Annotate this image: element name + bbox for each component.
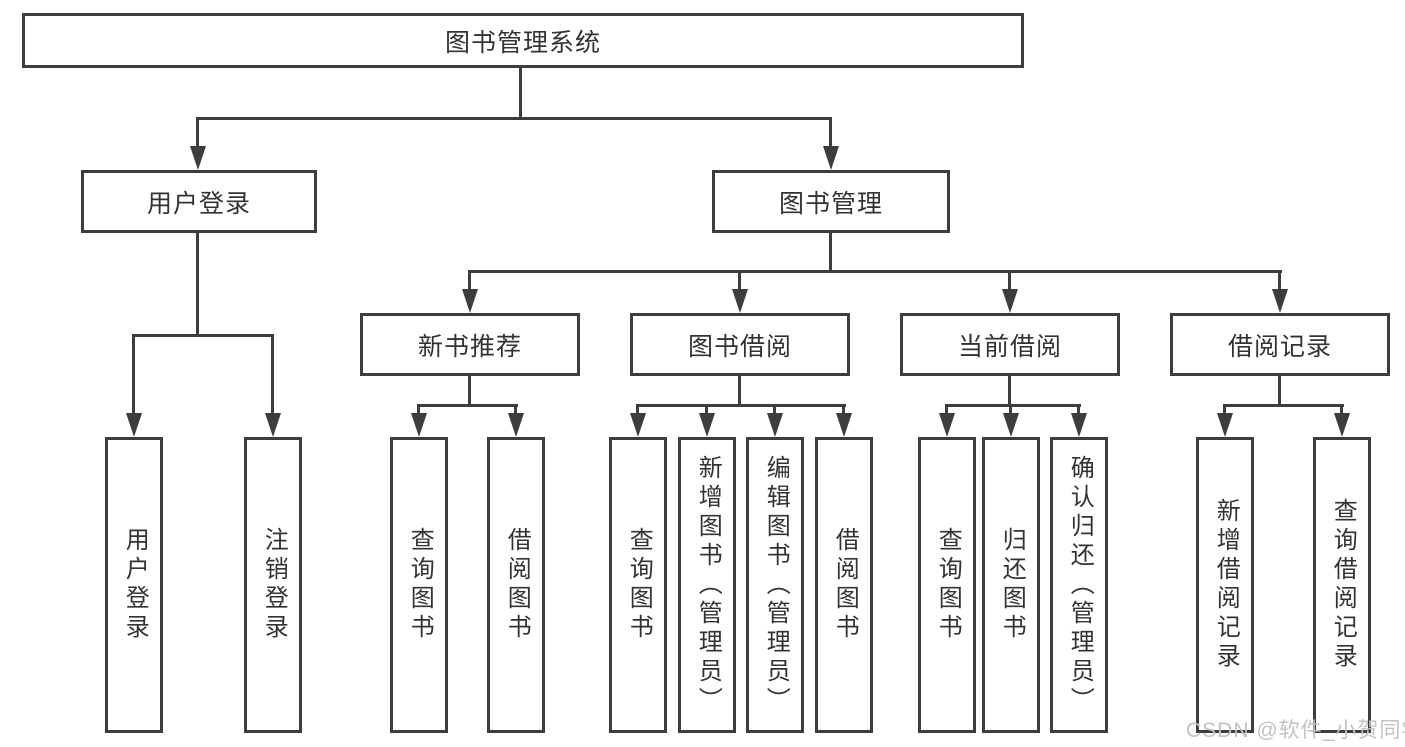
connector-line <box>1278 272 1281 290</box>
arrowhead-down-icon <box>508 413 524 437</box>
node-book-borrowing: 图书借阅 <box>630 313 850 376</box>
arrowhead-down-icon <box>836 413 852 437</box>
arrowhead-down-icon <box>411 413 427 437</box>
connector-line <box>417 404 518 407</box>
node-library-system-root: 图书管理系统 <box>22 13 1024 68</box>
arrowhead-down-icon <box>732 289 748 313</box>
arrowhead-down-icon <box>630 413 646 437</box>
node-label: 当前借阅 <box>957 332 1062 361</box>
connector-line <box>636 404 846 407</box>
connector-line <box>705 406 708 415</box>
node-label: 借阅图书 <box>831 527 859 643</box>
connector-line <box>1278 376 1281 407</box>
node-label: 图书管理系统 <box>444 28 601 57</box>
node-label: 查询图书 <box>406 527 434 643</box>
connector-line <box>519 68 522 118</box>
node-label: 查询图书 <box>625 527 653 643</box>
connector-line <box>196 117 832 120</box>
connector-line <box>417 406 420 415</box>
leaf-user-login: 用户登录 <box>105 437 163 733</box>
arrowhead-down-icon <box>1334 413 1350 437</box>
node-new-book-recommendation: 新书推荐 <box>360 313 580 376</box>
arrowhead-down-icon <box>699 413 715 437</box>
arrowhead-down-icon <box>190 146 206 170</box>
connector-line <box>945 406 948 415</box>
node-label: 用户登录 <box>146 189 251 218</box>
connector-line <box>829 233 832 272</box>
arrowhead-down-icon <box>767 413 783 437</box>
connector-line <box>1077 406 1080 415</box>
arrowhead-down-icon <box>1272 289 1288 313</box>
arrowhead-down-icon <box>823 146 839 170</box>
connector-line <box>514 406 517 415</box>
node-label: 图书借阅 <box>687 332 792 361</box>
connector-line <box>196 233 199 335</box>
connector-line <box>271 336 274 414</box>
node-user-login: 用户登录 <box>81 170 317 233</box>
node-label: 借阅图书 <box>503 527 531 643</box>
node-label: 新增借阅记录 <box>1212 498 1240 672</box>
arrowhead-down-icon <box>462 289 478 313</box>
leaf-query-borrow-record: 查询借阅记录 <box>1313 437 1371 733</box>
node-label: 归还图书 <box>998 527 1026 643</box>
leaf-return-books: 归还图书 <box>982 437 1040 733</box>
node-label: 图书管理 <box>778 189 883 218</box>
arrowhead-down-icon <box>1071 413 1087 437</box>
arrowhead-down-icon <box>1002 289 1018 313</box>
node-book-management: 图书管理 <box>712 170 950 233</box>
connector-line <box>945 404 1081 407</box>
node-label: 注销登录 <box>260 527 288 643</box>
node-label: 新增图书（管理员） <box>694 454 722 716</box>
connector-line <box>468 376 471 407</box>
node-borrowing-records: 借阅记录 <box>1170 313 1390 376</box>
connector-line <box>773 406 776 415</box>
leaf-query-books-current: 查询图书 <box>918 437 976 733</box>
connector-line <box>829 119 832 147</box>
arrowhead-down-icon <box>1217 413 1233 437</box>
arrowhead-down-icon <box>265 413 281 437</box>
connector-line <box>636 406 639 415</box>
connector-line <box>842 406 845 415</box>
connector-line <box>196 119 199 147</box>
connector-line <box>468 270 1282 273</box>
connector-line <box>1223 404 1344 407</box>
connector-line <box>738 376 741 407</box>
leaf-query-books-borrowing: 查询图书 <box>609 437 667 733</box>
node-label: 确认归还（管理员） <box>1066 454 1094 716</box>
connector-line <box>738 272 741 290</box>
leaf-confirm-return-admin: 确认归还（管理员） <box>1050 437 1108 733</box>
leaf-add-books-admin: 新增图书（管理员） <box>678 437 736 733</box>
node-label: 查询借阅记录 <box>1329 498 1357 672</box>
node-label: 新书推荐 <box>417 332 522 361</box>
node-label: 借阅记录 <box>1227 332 1332 361</box>
leaf-query-books-recommend: 查询图书 <box>390 437 448 733</box>
arrowhead-down-icon <box>939 413 955 437</box>
connector-line <box>1008 272 1011 290</box>
connector-line <box>132 334 274 337</box>
connector-line <box>1340 406 1343 415</box>
node-label: 用户登录 <box>121 527 149 643</box>
connector-line <box>132 336 135 414</box>
connector-line <box>468 272 471 290</box>
connector-line <box>1223 406 1226 415</box>
connector-line <box>1008 376 1011 407</box>
leaf-logout-login: 注销登录 <box>244 437 302 733</box>
arrowhead-down-icon <box>126 413 142 437</box>
arrowhead-down-icon <box>1003 413 1019 437</box>
node-current-borrowing: 当前借阅 <box>900 313 1120 376</box>
node-label: 编辑图书（管理员） <box>762 454 790 716</box>
leaf-borrow-books-recommend: 借阅图书 <box>487 437 545 733</box>
node-label: 查询图书 <box>934 527 962 643</box>
connector-line <box>1009 406 1012 415</box>
leaf-borrow-books: 借阅图书 <box>815 437 873 733</box>
leaf-add-borrow-record: 新增借阅记录 <box>1196 437 1254 733</box>
leaf-edit-books-admin: 编辑图书（管理员） <box>746 437 804 733</box>
watermark: CSDN @软件_小贺同学 <box>1186 719 1405 742</box>
